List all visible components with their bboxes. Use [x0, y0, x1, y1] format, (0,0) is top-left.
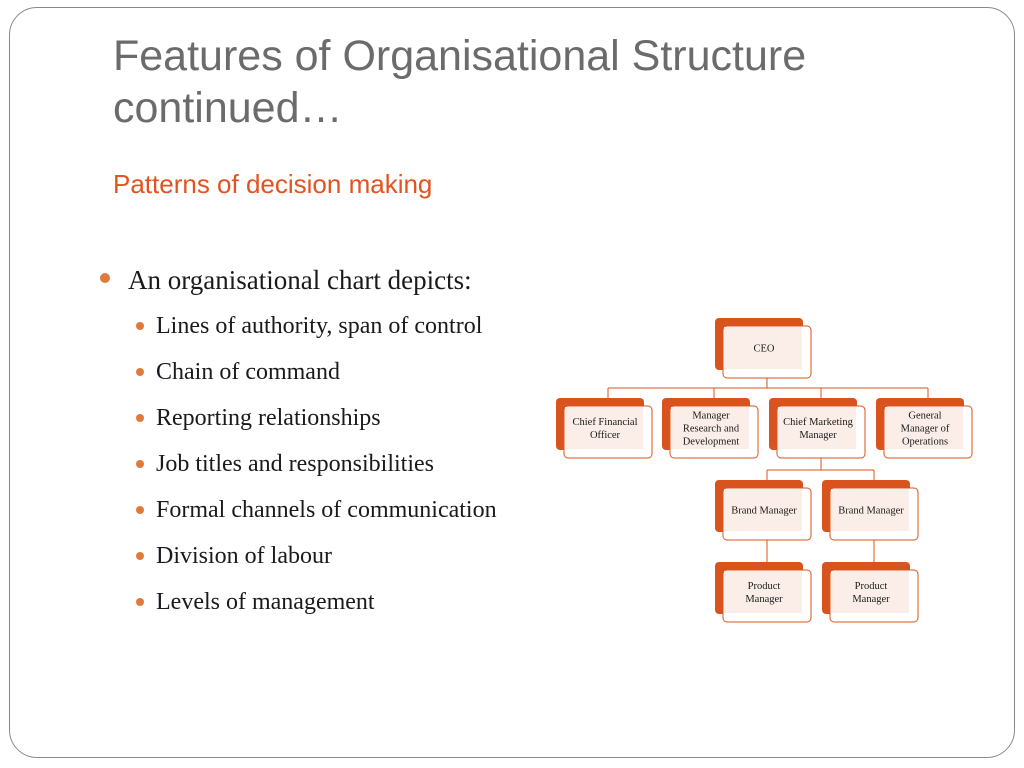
slide-frame: [9, 7, 1015, 758]
bullet-dot-icon: [136, 322, 144, 330]
node-label-line: Officer: [590, 430, 621, 441]
org-node-ceo[interactable]: CEO: [715, 318, 812, 379]
bullet-dot-icon: [136, 414, 144, 422]
node-label-line: CEO: [754, 343, 775, 354]
node-label: CEO: [754, 343, 775, 354]
sub-bullet-item: Levels of management: [100, 582, 530, 623]
org-node-bm2[interactable]: Brand Manager: [822, 480, 919, 541]
node-label-line: Chief Financial: [572, 417, 637, 428]
node-label-line: Product: [855, 581, 888, 592]
sub-bullet-item: Chain of command: [100, 352, 530, 393]
slide-title: Features of Organisational Structure con…: [113, 32, 807, 132]
bullet-dot-icon: [136, 552, 144, 560]
bullet-list: An organisational chart depicts: Lines o…: [100, 258, 530, 628]
node-box-fill: [831, 489, 909, 531]
bullet-dot-icon: [136, 598, 144, 606]
node-label-line: General: [908, 410, 941, 421]
node-label-line: Manager: [799, 430, 837, 441]
sub-bullet-text: Division of labour: [156, 543, 332, 569]
node-box-fill: [724, 489, 802, 531]
node-box-fill: [724, 571, 802, 613]
node-label-line: Brand Manager: [838, 505, 904, 516]
bullet-item-main: An organisational chart depicts:: [100, 258, 530, 302]
node-label-line: Chief Marketing: [783, 417, 853, 428]
node-box-fill: [565, 407, 643, 449]
node-label-line: Product: [748, 581, 781, 592]
bullet-dot-icon: [136, 368, 144, 376]
node-box-fill: [778, 407, 856, 449]
sub-bullet-item: Division of labour: [100, 536, 530, 577]
bullet-dot-icon: [136, 506, 144, 514]
sub-bullet-text: Formal channels of communication: [156, 497, 497, 523]
sub-bullet-text: Lines of authority, span of control: [156, 313, 483, 339]
sub-bullet-text: Chain of command: [156, 359, 340, 385]
bullet-dot-icon: [100, 273, 110, 283]
bullet-text: An organisational chart depicts:: [128, 265, 472, 295]
sub-bullet-item: Lines of authority, span of control: [100, 306, 530, 347]
sub-bullet-text: Levels of management: [156, 589, 375, 615]
sub-bullet-list: Lines of authority, span of control Chai…: [100, 306, 530, 623]
node-box-fill: [831, 571, 909, 613]
sub-bullet-text: Job titles and responsibilities: [156, 451, 434, 477]
node-label-line: Manager: [692, 410, 730, 421]
node-label-line: Research and: [683, 423, 740, 434]
sub-bullet-item: Job titles and responsibilities: [100, 444, 530, 485]
node-label: Brand Manager: [731, 505, 797, 516]
sub-bullet-item: Reporting relationships: [100, 398, 530, 439]
node-label-line: Manager of: [901, 423, 950, 434]
slide-subtitle: Patterns of decision making: [113, 169, 433, 199]
sub-bullet-text: Reporting relationships: [156, 405, 381, 431]
node-label: Brand Manager: [838, 505, 904, 516]
org-node-bm1[interactable]: Brand Manager: [715, 480, 812, 541]
bullet-dot-icon: [136, 460, 144, 468]
node-label-line: Brand Manager: [731, 505, 797, 516]
node-box-fill: [885, 407, 963, 449]
node-label-line: Operations: [902, 436, 948, 447]
node-box-fill: [724, 327, 802, 369]
node-label-line: Development: [683, 436, 740, 447]
sub-bullet-item: Formal channels of communication: [100, 490, 530, 531]
node-label-line: Manager: [745, 594, 783, 605]
node-label-line: Manager: [852, 594, 890, 605]
node-box-fill: [671, 407, 749, 449]
